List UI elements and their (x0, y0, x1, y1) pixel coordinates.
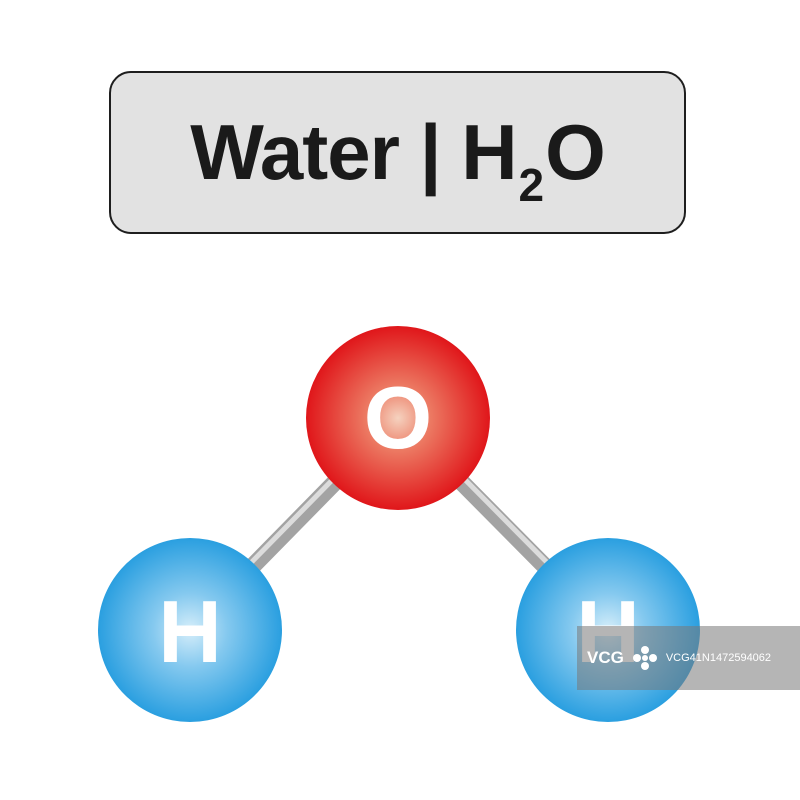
hydrogen-label-left: H (158, 582, 222, 681)
watermark-flower-icon (632, 646, 657, 670)
formula-element-hydrogen: H (461, 108, 517, 196)
watermark-logo: VCG (587, 648, 624, 667)
formula-element-oxygen: O (545, 108, 606, 196)
watermark: VCG VCG41N1472594062 (577, 626, 800, 690)
hydrogen-atom-left (98, 538, 282, 722)
watermark-id: VCG41N1472594062 (665, 652, 772, 664)
oxygen-atom (306, 326, 490, 510)
title-box: Water | H2O (109, 71, 686, 234)
title: Water | H2O (111, 107, 684, 211)
oxygen-label: O (364, 368, 432, 467)
formula-subscript: 2 (518, 159, 545, 211)
title-word: Water (190, 108, 400, 196)
title-separator: | (419, 108, 442, 196)
